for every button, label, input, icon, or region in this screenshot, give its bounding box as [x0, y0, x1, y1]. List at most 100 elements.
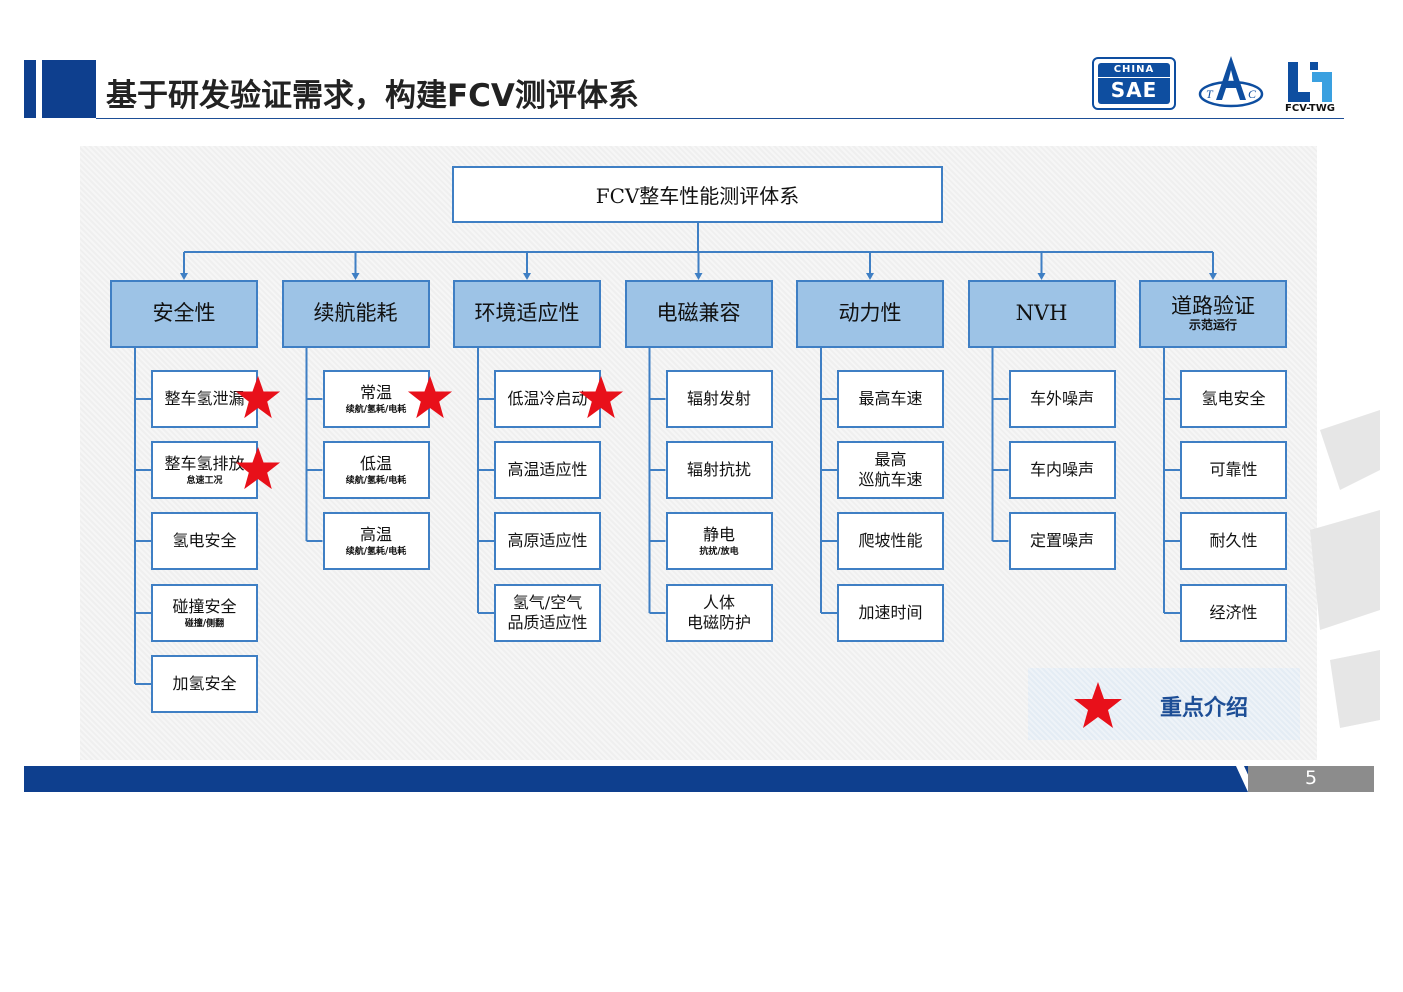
category-label: 动力性	[838, 301, 902, 326]
category-arrow-icon	[694, 273, 703, 280]
title-divider	[96, 118, 1344, 119]
page-title: 基于研发验证需求，构建FCV测评体系	[106, 78, 639, 114]
item-label: 人体	[702, 593, 735, 612]
item-node: 加氢安全	[151, 655, 258, 713]
item-node: 静电抗扰/放电	[665, 512, 773, 570]
item-node: 常温续航/氢耗/电耗	[322, 370, 430, 428]
sae-logo-top-text: CHINA	[1098, 63, 1170, 78]
item-sublabel: 怠速工况	[186, 475, 223, 486]
tatc-logo: T C	[1198, 56, 1264, 108]
item-label: 爬坡性能	[858, 531, 923, 550]
item-label: 整车氢泄漏	[164, 389, 245, 408]
item-node: 低温续航/氢耗/电耗	[322, 441, 430, 499]
svg-text:T: T	[1206, 87, 1214, 101]
item-label: 静电	[702, 524, 735, 544]
category-arrow-icon	[523, 273, 531, 280]
item-node: 车内噪声	[1008, 441, 1116, 499]
item-node: 爬坡性能	[837, 512, 944, 570]
item-label: 辐射抗扰	[686, 460, 751, 479]
item-sublabel: 续航/氢耗/电耗	[345, 546, 407, 557]
category-label: 环境适应性	[474, 301, 580, 326]
item-label: 车外噪声	[1029, 389, 1094, 408]
item-label: 品质适应性	[507, 613, 588, 632]
sae-logo-bottom-text: SAE	[1110, 78, 1158, 102]
title-accent-bar	[42, 60, 96, 118]
item-label: 车内噪声	[1029, 460, 1094, 479]
category-label: 续航能耗	[313, 301, 398, 326]
category-label: 安全性	[152, 301, 216, 326]
item-label: 高温	[359, 524, 392, 544]
category-arrow-icon	[1037, 273, 1046, 280]
item-sublabel: 续航/氢耗/电耗	[345, 475, 407, 486]
item-label: 氢电安全	[1201, 389, 1266, 408]
item-label: 氢电安全	[172, 531, 237, 550]
item-node: 氢电安全	[151, 512, 258, 570]
item-label: 经济性	[1209, 603, 1258, 622]
item-label: 电磁防护	[686, 613, 751, 632]
item-node: 辐射发射	[665, 370, 773, 428]
item-label: 最高车速	[858, 389, 923, 408]
category-arrow-icon	[1209, 273, 1217, 280]
category-node: 电磁兼容	[624, 280, 773, 348]
item-node: 低温冷启动	[494, 370, 601, 428]
item-label: 常温	[359, 382, 392, 402]
root-node: FCV整车性能测评体系	[452, 166, 943, 223]
footer-page-tab	[1248, 766, 1374, 792]
fcv-twg-logo	[1288, 62, 1332, 102]
category-label: 电磁兼容	[656, 301, 741, 326]
item-node: 最高车速	[837, 370, 944, 428]
item-label: 最高	[874, 450, 907, 469]
item-label: 巡航车速	[858, 470, 923, 489]
category-label: NVH	[1015, 301, 1068, 326]
footer-bar	[24, 766, 1374, 792]
category-sublabel: 示范运行	[1188, 318, 1237, 333]
background-watermark	[1310, 410, 1380, 728]
page-number: 5	[1304, 767, 1318, 789]
legend-label: 重点介绍	[1160, 696, 1249, 721]
item-sublabel: 抗扰/放电	[699, 546, 739, 557]
item-sublabel: 续航/氢耗/电耗	[345, 404, 407, 415]
key-star-icon	[578, 375, 624, 419]
item-label: 加氢安全	[172, 674, 237, 693]
item-node: 整车氢排放怠速工况	[151, 441, 258, 499]
item-label: 耐久性	[1209, 531, 1258, 550]
category-node: 道路验证示范运行	[1139, 280, 1287, 348]
item-node: 高温适应性	[494, 441, 601, 499]
item-node: 最高巡航车速	[837, 441, 944, 499]
category-node: 动力性	[796, 280, 944, 348]
item-node: 高温续航/氢耗/电耗	[322, 512, 430, 570]
item-node: 定置噪声	[1008, 512, 1116, 570]
title-accent-bar-thin	[24, 60, 36, 118]
item-node: 耐久性	[1180, 512, 1287, 570]
item-label: 碰撞安全	[172, 596, 237, 616]
item-label: 辐射发射	[686, 389, 751, 408]
item-node: 车外噪声	[1008, 370, 1116, 428]
item-node: 经济性	[1180, 584, 1287, 642]
item-node: 可靠性	[1180, 441, 1287, 499]
category-arrow-icon	[351, 273, 360, 280]
item-label: 整车氢排放	[164, 453, 245, 473]
key-star-icon	[235, 375, 281, 419]
china-sae-logo: CHINA SAE	[1092, 57, 1176, 110]
category-arrow-icon	[866, 273, 874, 280]
item-label: 高温适应性	[507, 460, 588, 479]
item-node: 加速时间	[837, 584, 944, 642]
item-sublabel: 碰撞/侧翻	[184, 618, 225, 629]
item-label: 低温	[359, 453, 392, 473]
item-label: 低温冷启动	[507, 389, 588, 408]
item-label: 可靠性	[1209, 460, 1258, 479]
item-node: 高原适应性	[494, 512, 601, 570]
category-node: 续航能耗	[281, 280, 430, 348]
item-node: 人体电磁防护	[665, 584, 773, 642]
item-label: 加速时间	[858, 603, 923, 622]
svg-text:C: C	[1248, 87, 1257, 101]
category-node: 环境适应性	[453, 280, 601, 348]
fcv-twg-logo-label: FCV-TWG	[1285, 103, 1335, 114]
legend-box	[1028, 668, 1300, 740]
legend-star-icon	[1074, 682, 1122, 728]
item-node: 碰撞安全碰撞/侧翻	[151, 584, 258, 642]
category-arrow-icon	[180, 273, 188, 280]
key-star-icon	[407, 375, 452, 419]
item-label: 高原适应性	[507, 531, 588, 550]
